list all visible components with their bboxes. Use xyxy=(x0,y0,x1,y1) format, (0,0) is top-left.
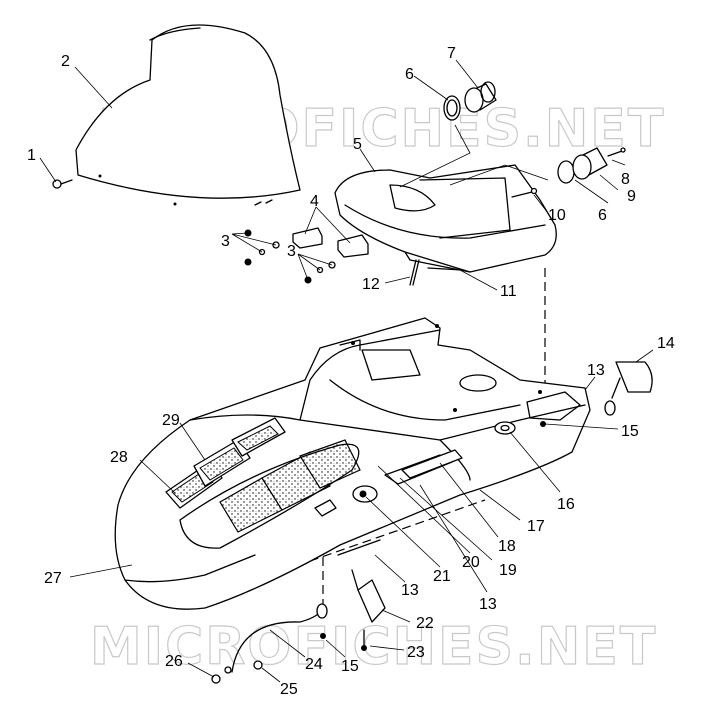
screw-part-8 xyxy=(607,147,626,157)
callout-5: 5 xyxy=(353,136,362,153)
callout-13-front: 13 xyxy=(401,582,419,599)
gauge-ring-part-6-lower xyxy=(557,160,575,184)
gauge-part-9 xyxy=(572,147,608,180)
nut-part-25 xyxy=(224,660,263,674)
screw-part-1 xyxy=(52,179,73,189)
decal-part-13-right xyxy=(526,391,581,427)
decal-part-13-front xyxy=(337,539,381,556)
front-fastener xyxy=(314,499,337,517)
callout-2: 2 xyxy=(61,53,70,70)
callout-14: 14 xyxy=(657,335,675,352)
callout-27: 27 xyxy=(44,570,62,587)
gauge-connectors xyxy=(399,124,549,188)
wire-part-12 xyxy=(409,259,420,286)
grommet-part-21 xyxy=(352,485,378,503)
callout-24: 24 xyxy=(305,656,323,673)
callout-6-lower: 6 xyxy=(598,207,607,224)
leader-lines xyxy=(39,59,654,683)
callout-19: 19 xyxy=(499,562,517,579)
callout-8: 8 xyxy=(621,171,630,188)
cable-part-24 xyxy=(231,603,328,673)
screw-part-23 xyxy=(361,629,367,651)
brackets-part-4 xyxy=(292,227,369,258)
callout-10: 10 xyxy=(548,207,566,224)
guide-line-diag-1 xyxy=(269,499,486,576)
callout-20: 20 xyxy=(462,554,480,571)
callout-15-front: 15 xyxy=(341,658,359,675)
callout-21: 21 xyxy=(433,568,451,585)
callout-11: 11 xyxy=(500,283,517,300)
vent-panel-part-29 xyxy=(193,417,286,487)
callout-6-upper: 6 xyxy=(405,66,414,83)
callout-4: 4 xyxy=(310,193,319,210)
callout-7: 7 xyxy=(447,45,456,62)
windshield xyxy=(75,24,301,206)
callout-15-right: 15 xyxy=(621,423,639,440)
callout-26: 26 xyxy=(165,653,183,670)
callout-labels: 1 2 3 3 4 5 6 7 8 9 6 10 11 12 13 14 15 … xyxy=(27,45,675,698)
callout-3-lower: 3 xyxy=(287,243,296,260)
clip-part-11 xyxy=(427,267,463,271)
grommet-part-16 xyxy=(494,421,516,435)
instrument-console xyxy=(334,164,557,273)
callout-25: 25 xyxy=(280,681,298,698)
callout-3-upper: 3 xyxy=(221,233,230,250)
watermark-bottom: MICROFICHES.NET xyxy=(90,617,657,677)
callout-17: 17 xyxy=(527,518,545,535)
gauge-ring-part-6-upper xyxy=(443,95,461,121)
callout-23: 23 xyxy=(407,644,425,661)
callout-1: 1 xyxy=(27,147,36,164)
callout-16: 16 xyxy=(557,496,575,513)
callout-28: 28 xyxy=(110,449,128,466)
callout-13-center: 13 xyxy=(479,596,497,613)
bracket-part-22 xyxy=(351,569,386,623)
mirror-part-14 xyxy=(604,361,653,416)
callout-18: 18 xyxy=(498,538,516,555)
callout-9: 9 xyxy=(627,188,636,205)
trim-part-18-20 xyxy=(384,449,463,485)
hood-vents xyxy=(179,439,361,549)
callout-29: 29 xyxy=(162,412,180,429)
gauge-part-7 xyxy=(464,81,497,113)
callout-12: 12 xyxy=(362,276,380,293)
callout-13-right: 13 xyxy=(587,362,605,379)
callout-22: 22 xyxy=(416,615,434,632)
screw-part-10 xyxy=(511,187,538,198)
screw-part-15-front xyxy=(320,633,326,639)
